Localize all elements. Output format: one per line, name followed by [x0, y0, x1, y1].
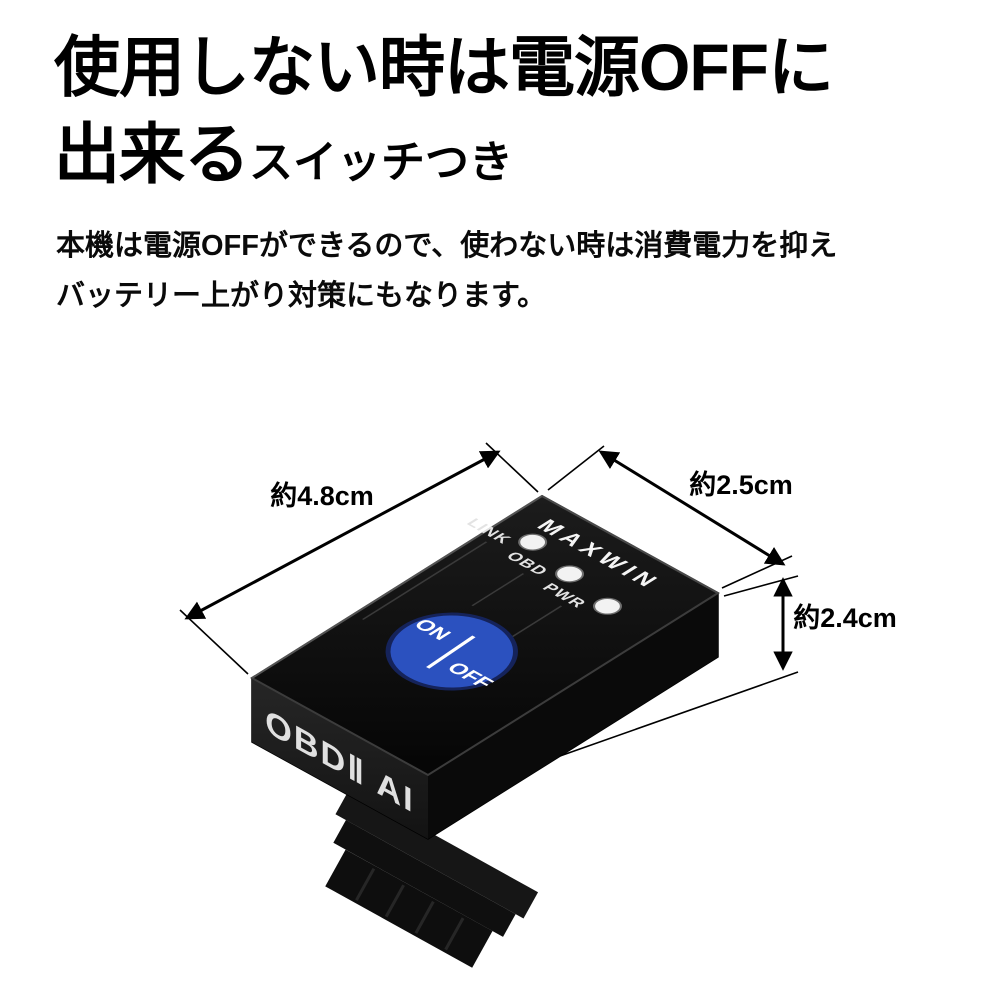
power-switch-button: ON OFF [385, 612, 518, 692]
dimension-depth-extension-line [547, 445, 605, 491]
dimension-width-label: 約4.8cm [270, 480, 374, 511]
headline-line1: 使用しない時は電源OFFに [54, 30, 834, 104]
dimension-width: 約4.8cm [179, 442, 539, 675]
connector-pin-gap [384, 884, 405, 918]
dimension-height-label: 約2.4cm [793, 602, 897, 633]
led-pwr-indicator [592, 597, 623, 615]
led-obd-indicator [555, 565, 585, 583]
dimension-height-extension-line [723, 575, 799, 597]
led-link-indicator [518, 533, 548, 551]
connector-pin-gap [444, 917, 465, 951]
dimension-width-extension-line [179, 609, 249, 675]
dimension-depth-label: 約2.5cm [689, 469, 793, 500]
dimension-width-extension-line [485, 442, 539, 493]
dimension-height-extension-line [559, 671, 799, 757]
dimension-height: 約2.4cm [559, 575, 897, 757]
description: 本機は電源OFFができるので、使わない時は消費電力を抑え バッテリー上がり対策に… [56, 222, 837, 322]
device-right-face [428, 593, 718, 839]
connector-step [335, 788, 539, 919]
headline-line2: 出来るスイッチつき [54, 111, 833, 198]
dimension-depth-arrow [598, 450, 786, 566]
obd-connector [325, 788, 539, 968]
dimension-depth: 約2.5cm [547, 445, 793, 589]
dimension-width-arrow [184, 450, 501, 620]
device-left-face [252, 678, 428, 839]
connector-housing [333, 820, 516, 937]
headline-line2-small: スイッチつき [249, 138, 513, 188]
headline-line2-large: 出来る [54, 117, 250, 192]
connector-pin-gap [414, 900, 435, 934]
description-line2: バッテリー上がり対策にもなります。 [56, 279, 547, 312]
description-line1: 本機は電源OFFができるので、使わない時は消費電力を抑え [56, 230, 838, 262]
headline: 使用しない時は電源OFFに 出来るスイッチつき [54, 24, 834, 198]
power-switch-slash [426, 635, 476, 669]
connector-pin-gap [355, 867, 376, 901]
